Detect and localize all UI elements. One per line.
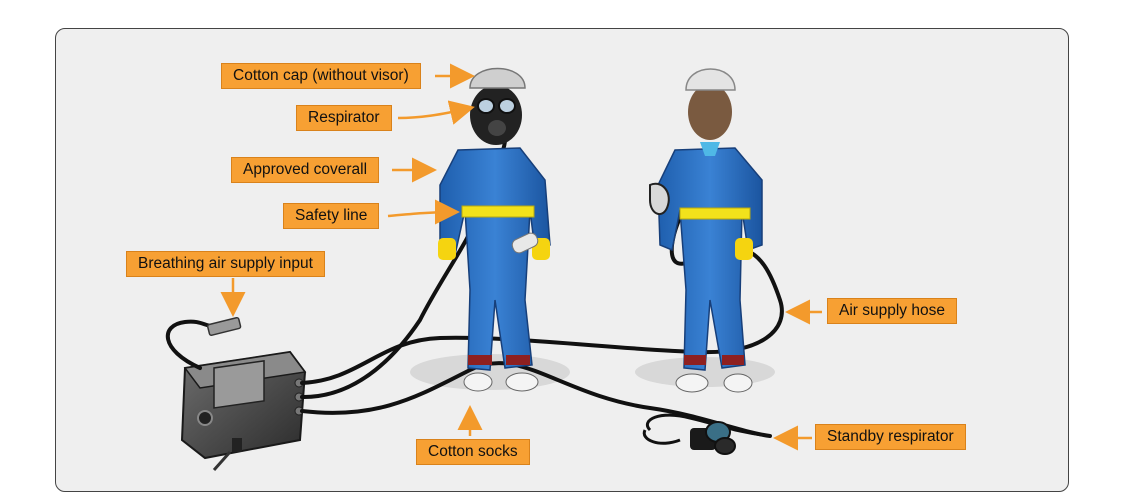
label-air-supply-hose: Air supply hose — [827, 298, 957, 324]
leader-lines — [220, 63, 822, 451]
standby-respirator-icon — [642, 413, 771, 455]
label-safety-line: Safety line — [283, 203, 380, 229]
label-respirator: Respirator — [296, 105, 392, 131]
worker-with-respirator — [438, 67, 551, 392]
breathing-air-connector — [206, 316, 242, 337]
label-standby-respirator: Standby respirator — [815, 424, 966, 450]
label-breathing-air-supply-input: Breathing air supply input — [126, 251, 325, 277]
label-approved-coverall: Approved coverall — [231, 157, 380, 183]
standby-worker — [649, 68, 763, 393]
label-cotton-cap: Cotton cap (without visor) — [221, 63, 421, 89]
label-cotton-socks: Cotton socks — [416, 439, 530, 465]
air-supply-unit — [180, 350, 307, 471]
